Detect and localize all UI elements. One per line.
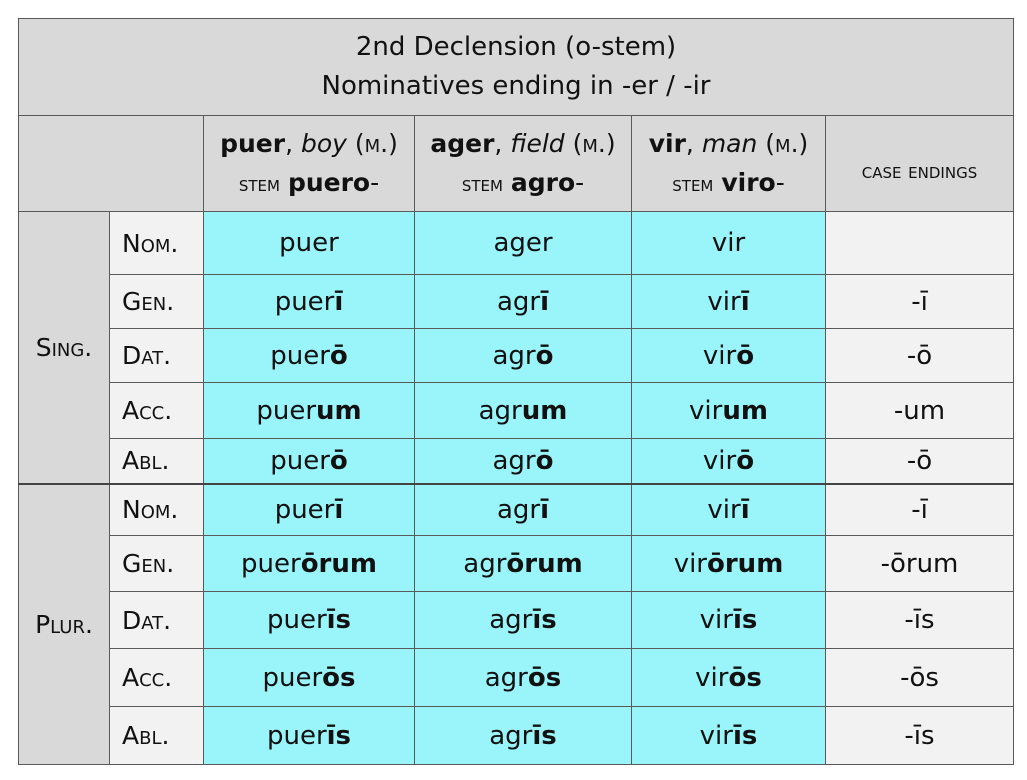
form-cell-ager: agrōrum: [414, 535, 632, 592]
form-cell-vir: virō: [631, 328, 826, 383]
form-cell-puer: puerīs: [203, 706, 415, 765]
form-cell-ager: agrī: [414, 274, 632, 329]
column-header-ager: ager, field (m.) stem agro-: [414, 115, 632, 212]
case-ending-cell: -ōrum: [825, 535, 1014, 592]
column-header-endings: case endings: [825, 115, 1014, 212]
case-label: Nom.: [109, 211, 204, 275]
form-cell-vir: vir: [631, 211, 826, 275]
form-cell-ager: agrō: [414, 438, 632, 484]
form-cell-puer: puerīs: [203, 591, 415, 649]
case-ending-cell: -īs: [825, 591, 1014, 649]
form-cell-puer: puerī: [203, 274, 415, 329]
title-line-2: Nominatives ending in -er / -ir: [321, 71, 711, 101]
case-ending-cell: -ō: [825, 438, 1014, 484]
case-label: Abl.: [109, 438, 204, 484]
case-ending-cell: -ō: [825, 328, 1014, 383]
form-cell-vir: virōrum: [631, 535, 826, 592]
case-ending-cell: -um: [825, 382, 1014, 439]
form-cell-puer: puerum: [203, 382, 415, 439]
number-label-plural: Plur.: [18, 482, 110, 765]
form-cell-vir: virī: [631, 482, 826, 536]
case-label: Gen.: [109, 535, 204, 592]
form-cell-vir: virīs: [631, 706, 826, 765]
column-header-vir: vir, man (m.) stem viro-: [631, 115, 826, 212]
case-label: Acc.: [109, 648, 204, 707]
form-cell-ager: ager: [414, 211, 632, 275]
column-header-puer: puer, boy (m.) stem puero-: [203, 115, 415, 212]
case-label: Dat.: [109, 328, 204, 383]
form-cell-ager: agrīs: [414, 706, 632, 765]
form-cell-vir: virīs: [631, 591, 826, 649]
title-line-1: 2nd Declension (o-stem): [355, 32, 677, 62]
form-cell-puer: puerī: [203, 482, 415, 536]
case-label: Gen.: [109, 274, 204, 329]
case-ending-cell: [825, 211, 1014, 275]
form-cell-vir: virōs: [631, 648, 826, 707]
form-cell-puer: puer: [203, 211, 415, 275]
case-label: Dat.: [109, 591, 204, 649]
form-cell-puer: puerō: [203, 328, 415, 383]
form-cell-ager: agrīs: [414, 591, 632, 649]
case-ending-cell: -ī: [825, 274, 1014, 329]
case-ending-cell: -ōs: [825, 648, 1014, 707]
case-label: Abl.: [109, 706, 204, 765]
form-cell-puer: puerōrum: [203, 535, 415, 592]
form-cell-ager: agrī: [414, 482, 632, 536]
number-label-singular: Sing.: [18, 211, 110, 484]
form-cell-ager: agrum: [414, 382, 632, 439]
form-cell-puer: puerōs: [203, 648, 415, 707]
form-cell-ager: agrō: [414, 328, 632, 383]
form-cell-vir: virō: [631, 438, 826, 484]
case-ending-cell: -īs: [825, 706, 1014, 765]
form-cell-vir: virī: [631, 274, 826, 329]
table-title: 2nd Declension (o-stem) Nominatives endi…: [18, 18, 1014, 116]
form-cell-vir: virum: [631, 382, 826, 439]
form-cell-puer: puerō: [203, 438, 415, 484]
corner-cell: [18, 115, 204, 212]
declension-table: 2nd Declension (o-stem) Nominatives endi…: [18, 18, 1014, 765]
case-label: Nom.: [109, 482, 204, 536]
form-cell-ager: agrōs: [414, 648, 632, 707]
case-ending-cell: -ī: [825, 482, 1014, 536]
case-label: Acc.: [109, 382, 204, 439]
